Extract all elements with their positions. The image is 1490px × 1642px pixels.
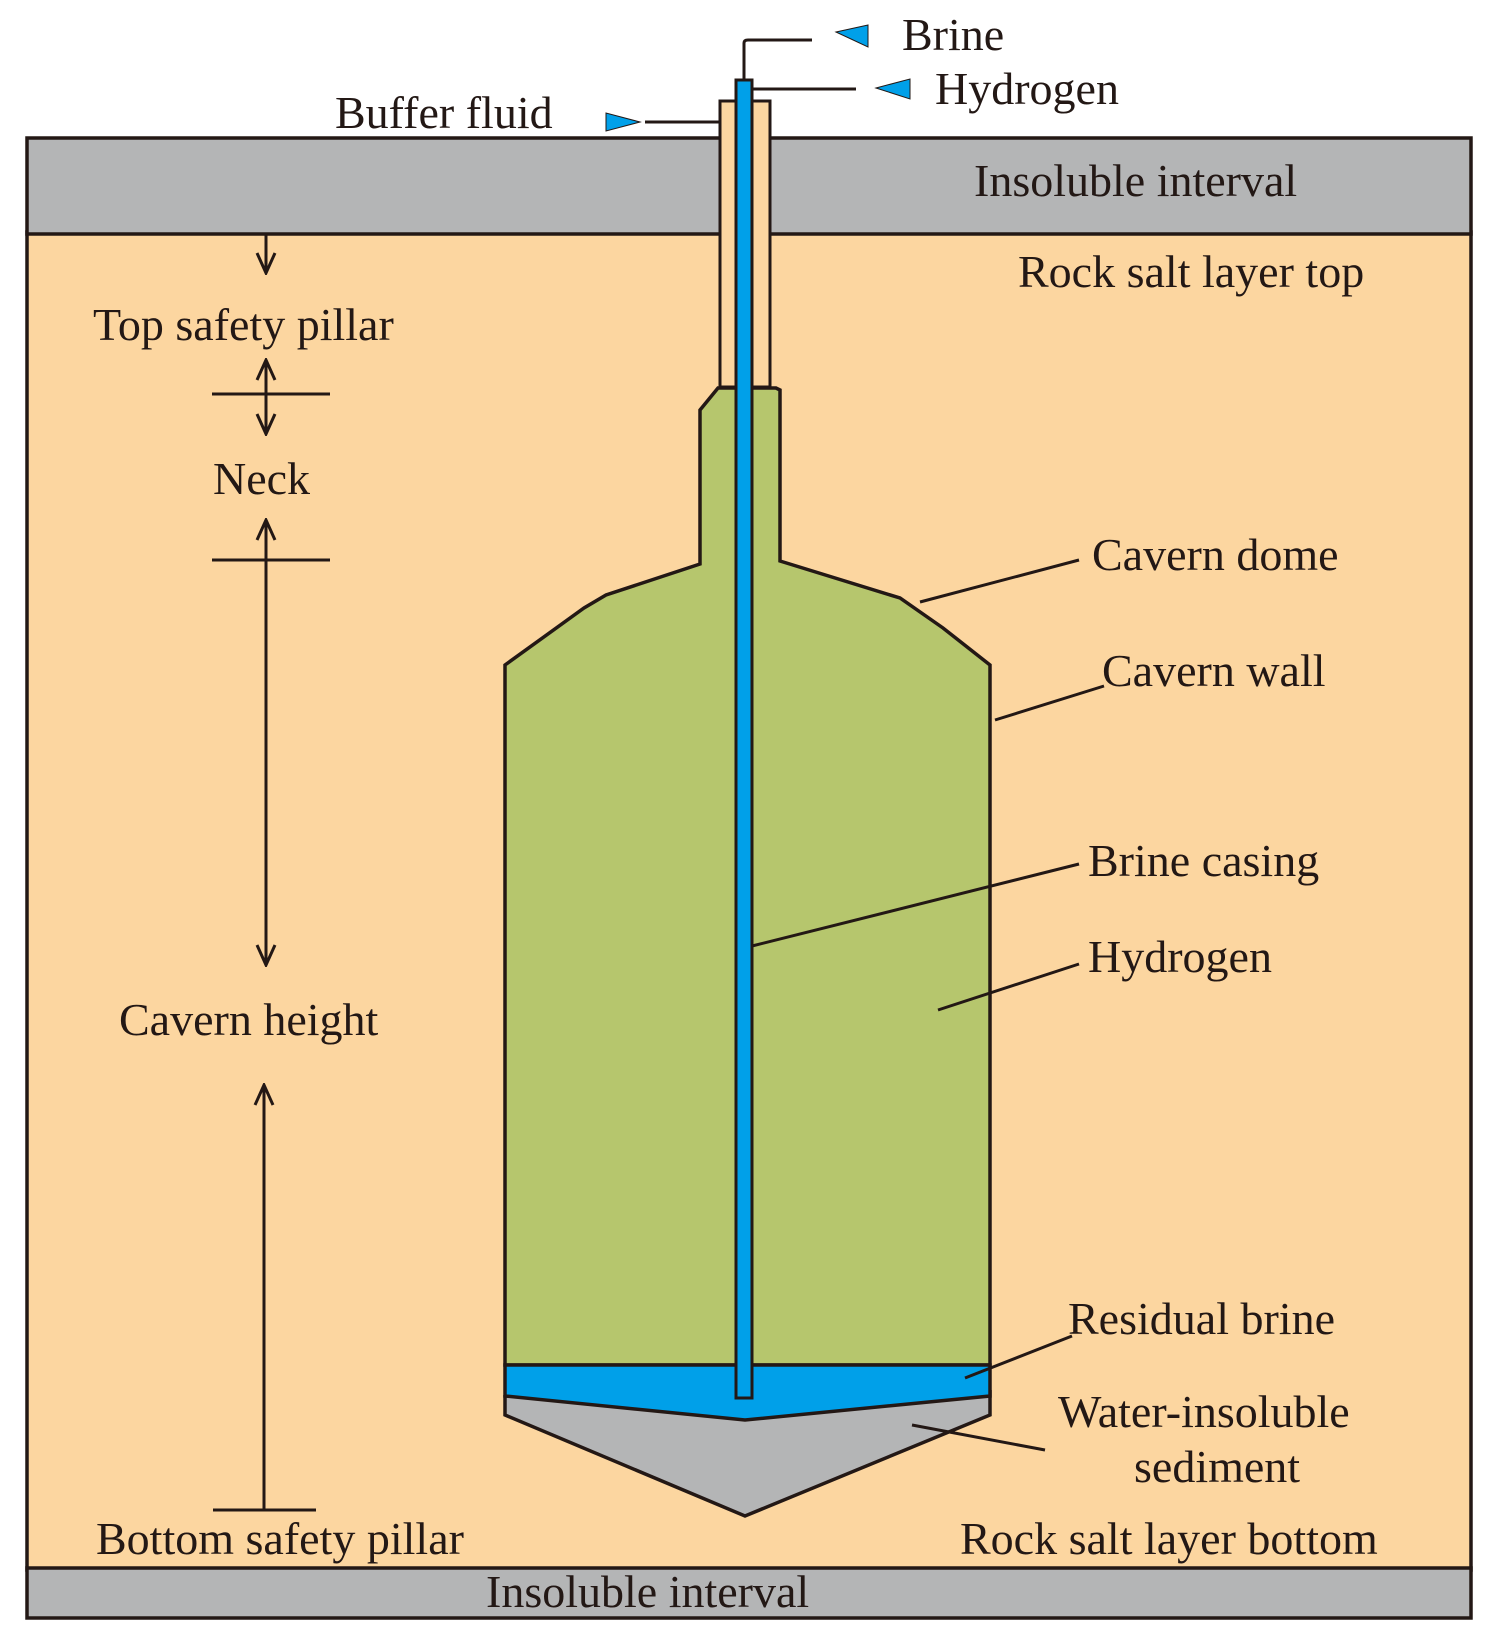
hydrogen-gas-label: Hydrogen	[1088, 931, 1272, 982]
hydrogen-flow-icon	[874, 78, 911, 100]
sediment-label-line1: Water-insoluble	[1058, 1386, 1350, 1437]
brine-flow-icon	[834, 24, 869, 48]
brine-inlet-line	[742, 38, 812, 80]
hydrogen-inlet-label: Hydrogen	[935, 63, 1119, 114]
cavern-wall-leader	[994, 684, 1105, 722]
insoluble-interval-bottom	[25, 1566, 1473, 1620]
insoluble-interval-top-label: Insoluble interval	[974, 155, 1297, 206]
rock-salt-top-label: Rock salt layer top	[1018, 246, 1364, 297]
brine-casing-label: Brine casing	[1088, 835, 1319, 886]
brine-casing-tube	[734, 78, 754, 1400]
hydrogen-leader	[937, 962, 1080, 1012]
cavern-height-label: Cavern height	[119, 994, 379, 1045]
buffer-fluid-label: Buffer fluid	[335, 87, 553, 138]
bottom-safety-pillar-label: Bottom safety pillar	[96, 1513, 464, 1564]
cavern-dome-label: Cavern dome	[1092, 529, 1339, 580]
neck-label: Neck	[213, 453, 310, 504]
sediment-label-line2: sediment	[1134, 1441, 1300, 1492]
sediment-leader	[911, 1423, 1046, 1452]
buffer-flow-icon	[605, 112, 642, 132]
brine-casing-leader	[751, 862, 1080, 948]
insoluble-interval-bottom-label: Insoluble interval	[486, 1566, 809, 1617]
cavern-dome-leader	[919, 558, 1080, 604]
top-safety-pillar-label: Top safety pillar	[93, 299, 394, 350]
rock-salt-bottom-label: Rock salt layer bottom	[960, 1513, 1378, 1564]
residual-brine-label: Residual brine	[1068, 1293, 1335, 1344]
cavern-wall-label: Cavern wall	[1102, 645, 1326, 696]
brine-inlet-label: Brine	[902, 9, 1004, 60]
sediment-outline	[503, 1390, 992, 1518]
sediment-cone	[505, 1390, 990, 1516]
residual-brine-leader	[964, 1334, 1073, 1380]
